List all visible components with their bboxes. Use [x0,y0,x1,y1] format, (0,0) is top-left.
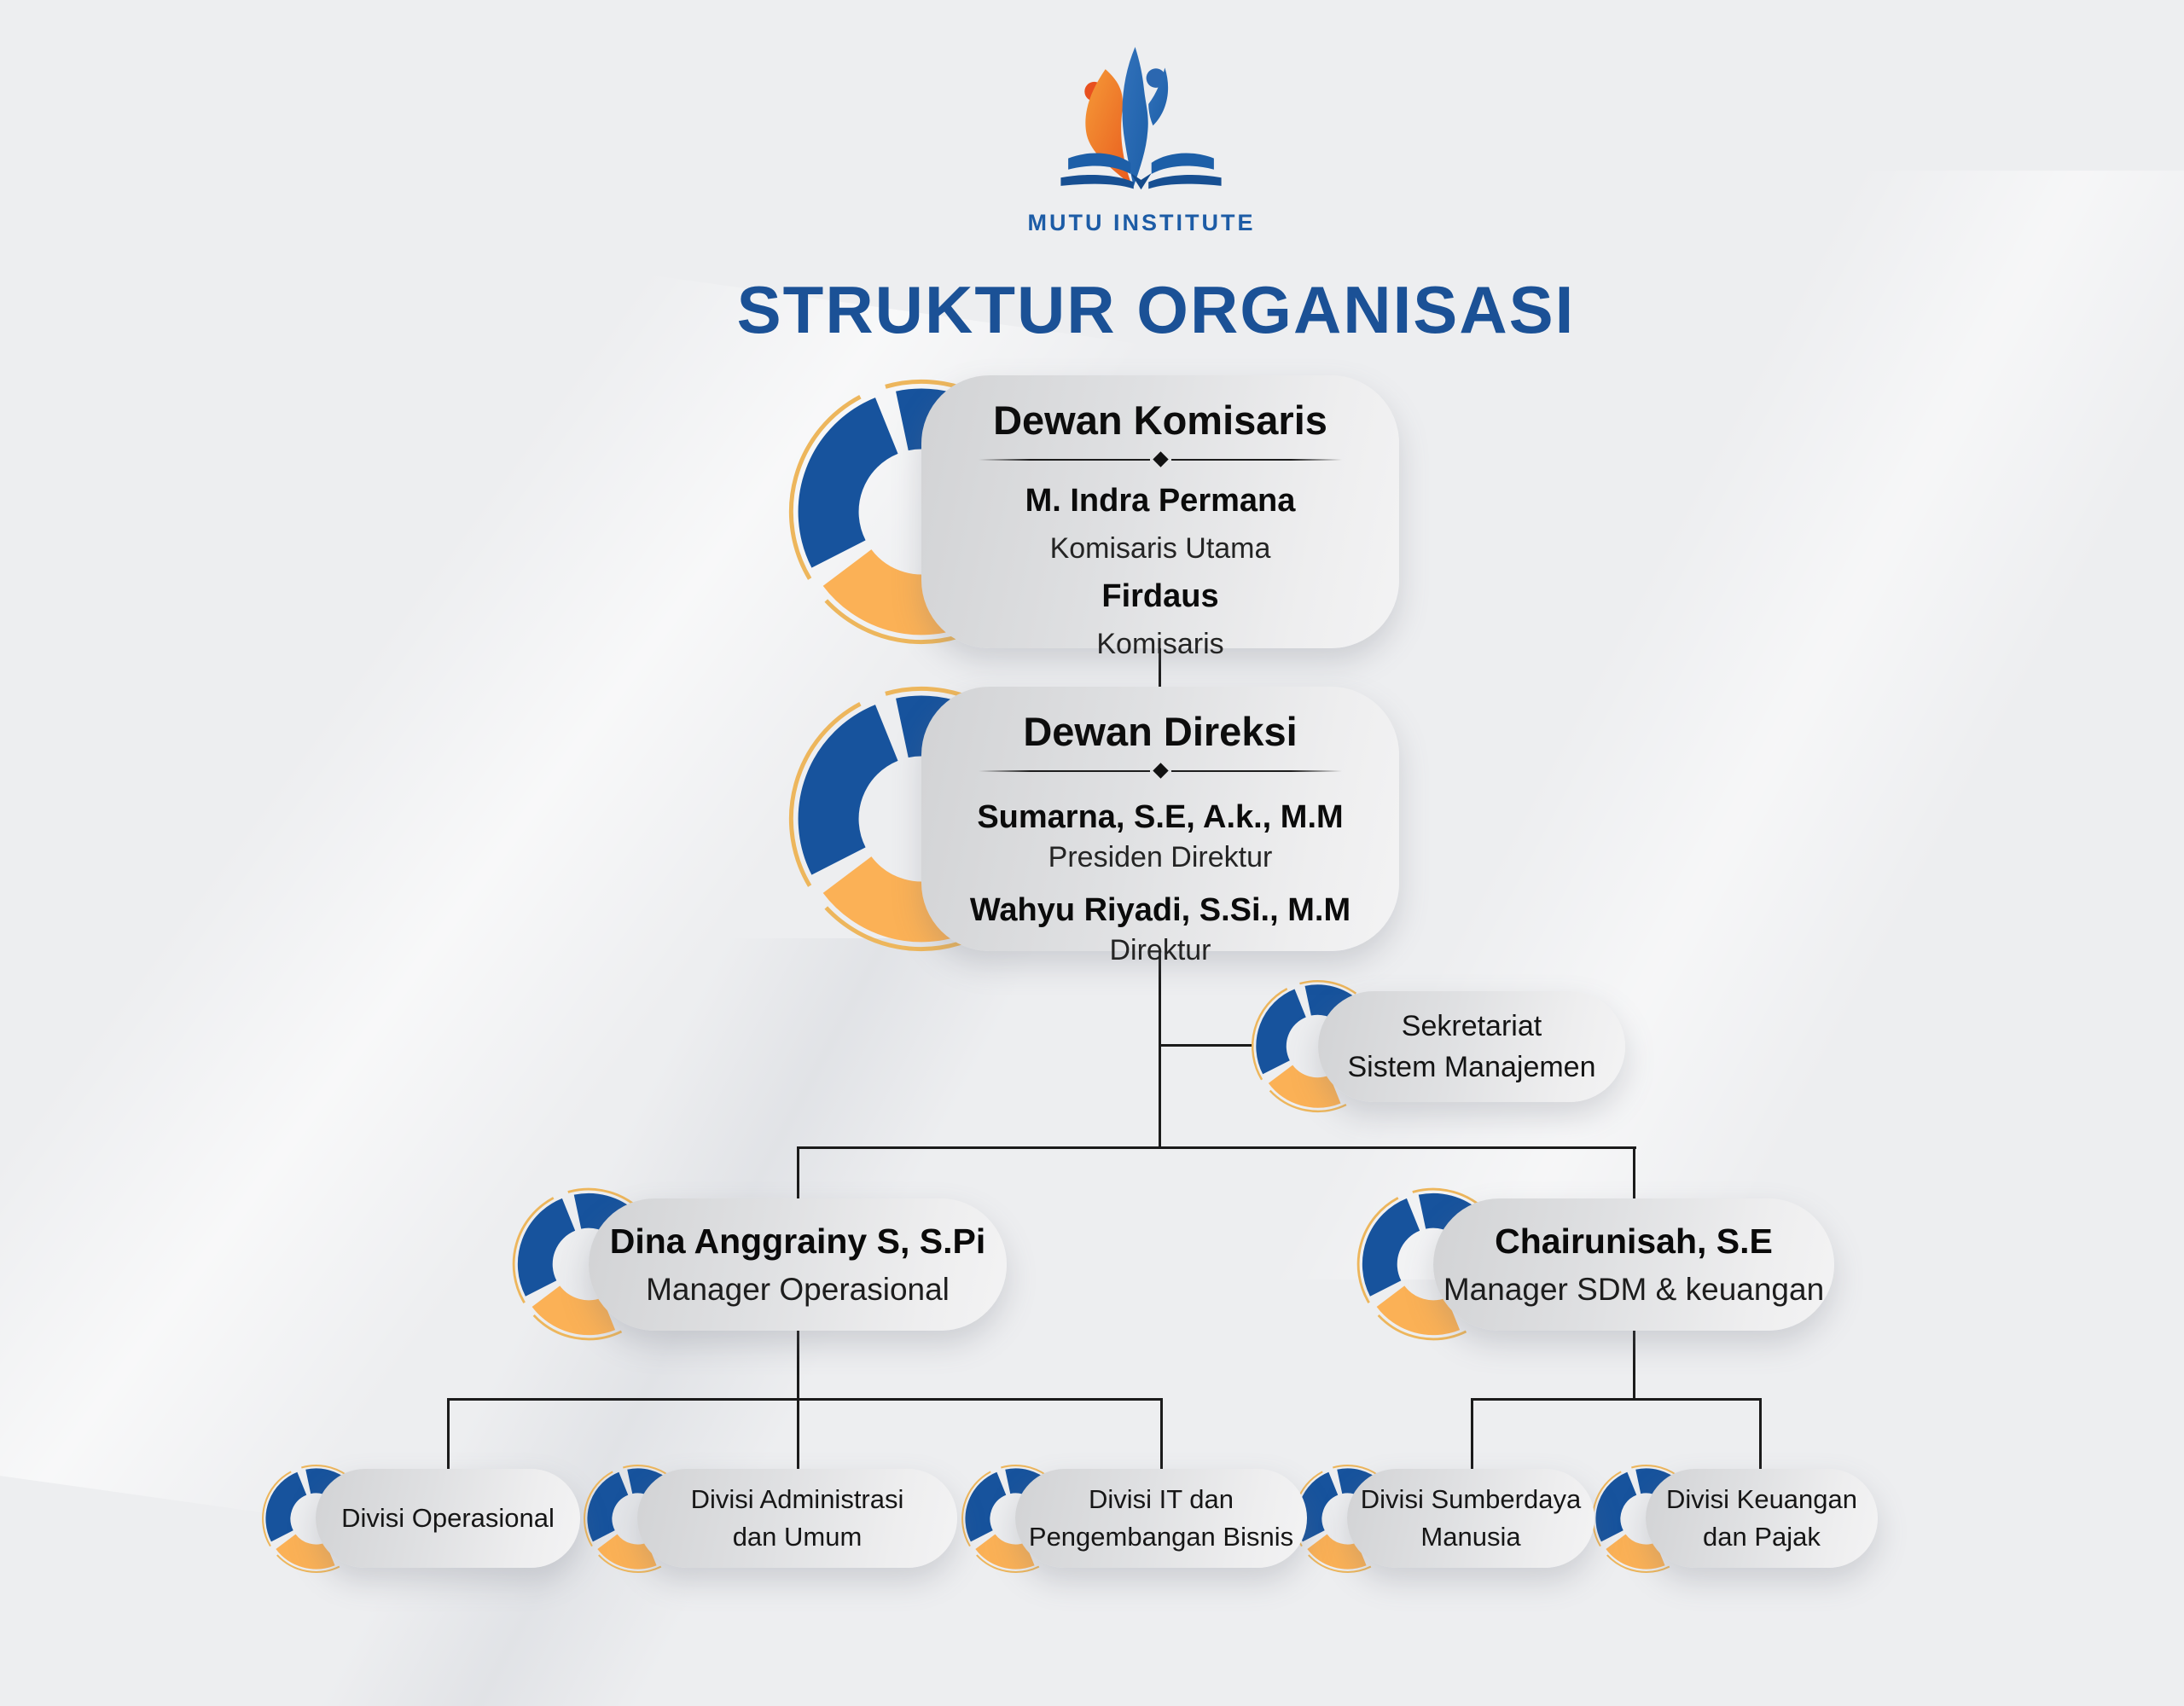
division-label-line: Manusia [1420,1522,1521,1552]
connector-line [1471,1398,1762,1401]
division-label-line: dan Umum [732,1522,863,1552]
node-title: Dewan Komisaris [993,397,1327,443]
member-name: M. Indra Permana [1025,483,1296,519]
division-label-line: Divisi Keuangan [1665,1483,1858,1514]
logo-book-right-wing [1152,153,1215,174]
manager-role: Manager SDM & keuangan [1443,1271,1825,1307]
connector-line [1160,1398,1163,1471]
node-label-line: Sistem Manajemen [1347,1051,1596,1083]
member-name: Firdaus [1101,578,1219,615]
connector-line [1633,1146,1635,1203]
member-role: Komisaris [1096,628,1224,661]
node-title: Dewan Direksi [1023,709,1298,754]
connector-line [447,1398,1163,1401]
connector-line [1159,1044,1253,1047]
node-divisi-it-dan-pengembangan-bisnis: Divisi IT dan Pengembangan Bisnis [1015,1469,1307,1568]
divider-line [1170,458,1342,461]
org-chart-canvas: MUTU INSTITUTE STRUKTUR ORGANISASI Dewan… [0,41,2184,1706]
member-role: Presiden Direktur [1048,840,1273,873]
divider-line [979,458,1150,461]
connector-line [797,1398,799,1471]
division-label-line: Divisi IT dan [1089,1483,1234,1514]
member-name: Wahyu Riyadi, S.Si., M.M [969,892,1351,929]
node-manager-operasional: Dina Anggrainy S, S.Pi Manager Operasion… [589,1198,1007,1331]
connector-line [1633,1327,1635,1401]
division-label-line: Divisi Administrasi [690,1483,904,1514]
node-dewan-komisaris: Dewan Komisaris M. Indra Permana Komisar… [921,375,1399,660]
division-label-line: Pengembangan Bisnis [1028,1522,1294,1552]
title-divider [979,451,1342,467]
connector-line [1471,1398,1473,1471]
title-divider [979,763,1342,779]
connector-line [1159,949,1161,1149]
logo-emblem-icon [1060,46,1223,190]
logo-wordmark: MUTU INSTITUTE [1027,210,1256,235]
division-label-line: Divisi Sumberdaya [1360,1483,1582,1514]
division-label-line: dan Pajak [1703,1522,1821,1552]
diamond-icon [1152,451,1169,467]
node-sekretariat-sistem-manajemen: Sekretariat Sistem Manajemen [1318,991,1625,1102]
page-title: STRUKTUR ORGANISASI [736,272,1576,347]
manager-name: Chairunisah, S.E [1495,1221,1773,1261]
connector-line [797,1146,1636,1149]
member-role: Direktur [1109,934,1211,967]
node-label-line: Sekretariat [1401,1009,1542,1042]
mutu-institute-logo: MUTU INSTITUTE [1028,41,1256,236]
logo-blue-flame-prong [1148,67,1169,126]
divider-line [979,769,1150,772]
logo-book-right-page [1148,174,1223,189]
connector-line [447,1398,450,1471]
manager-name: Dina Anggrainy S, S.Pi [609,1221,986,1261]
manager-role: Manager Operasional [646,1271,950,1307]
node-dewan-direksi: Dewan Direksi Sumarna, S.E, A.k., M.M Pr… [921,687,1399,966]
member-role: Komisaris Utama [1049,531,1271,565]
connector-line [797,1146,799,1203]
connector-line [1759,1398,1762,1471]
connector-line [797,1327,799,1401]
logo-blue-figure [1122,46,1149,187]
member-name: Sumarna, S.E, A.k., M.M [977,799,1344,836]
division-label-line: Divisi Operasional [341,1502,555,1533]
node-divisi-operasional: Divisi Operasional [316,1469,580,1568]
node-divisi-sumberdaya-manusia: Divisi Sumberdaya Manusia [1347,1469,1594,1568]
logo-orange-figure [1085,69,1133,186]
node-divisi-administrasi-dan-umum: Divisi Administrasi dan Umum [637,1469,957,1568]
node-manager-sdm-keuangan: Chairunisah, S.E Manager SDM & keuangan [1433,1198,1834,1331]
diamond-icon [1152,763,1169,779]
node-divisi-keuangan-dan-pajak: Divisi Keuangan dan Pajak [1646,1469,1878,1568]
divider-line [1170,769,1342,772]
